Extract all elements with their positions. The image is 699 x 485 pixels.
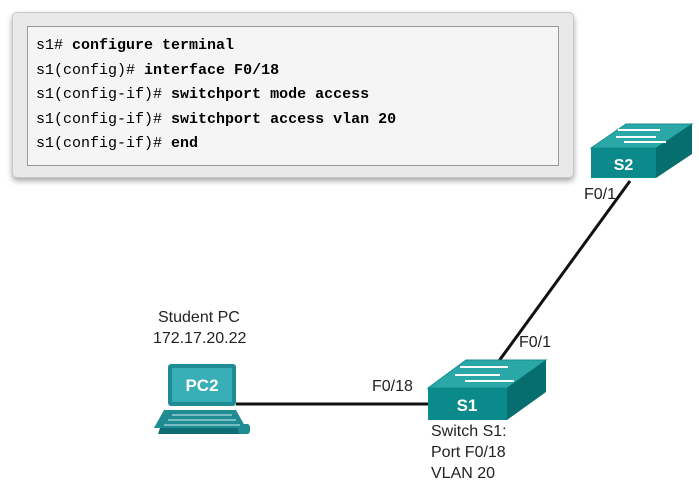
s1-pc-port-label: F0/18 xyxy=(372,378,413,395)
switch-s2-label: S2 xyxy=(614,157,634,174)
cli-command: interface F0/18 xyxy=(144,61,280,79)
cli-line: s1(config-if)# end xyxy=(36,132,558,157)
s2-port-label: F0/1 xyxy=(584,186,617,203)
cli-command: switchport access vlan 20 xyxy=(171,110,397,128)
s1-caption-title: Switch S1: xyxy=(431,423,507,440)
s1-caption-port: Port F0/18 xyxy=(431,444,506,461)
cli-prompt: s1(config-if)# xyxy=(36,135,163,152)
pc-icon[interactable]: PC2 xyxy=(154,364,250,434)
cli-command: configure terminal xyxy=(72,37,235,54)
s1-uplink-port-label: F0/1 xyxy=(519,334,552,351)
cli-prompt: s1# xyxy=(36,37,64,54)
switch-s1-label: S1 xyxy=(457,396,478,415)
cli-prompt: s1(config)# xyxy=(36,61,136,79)
cli-output: s1# configure terminal s1(config)# inter… xyxy=(27,26,559,166)
pc-caption-ip: 172.17.20.22 xyxy=(153,330,247,347)
cli-line: s1(config-if)# switchport access vlan 20 xyxy=(36,108,558,133)
switch-s1-icon[interactable]: S1 xyxy=(426,359,548,420)
cli-line: s1# configure terminal xyxy=(36,34,558,59)
cli-line: s1(config)# interface F0/18 xyxy=(36,59,558,84)
switch-s2-icon[interactable]: S2 xyxy=(589,123,694,178)
pc-caption-name: Student PC xyxy=(158,309,240,326)
pc-label: PC2 xyxy=(185,376,218,395)
cli-command: switchport mode access xyxy=(171,86,370,103)
cli-command: end xyxy=(171,135,199,152)
cli-line: s1(config-if)# switchport mode access xyxy=(36,83,558,108)
cli-panel: s1# configure terminal s1(config)# inter… xyxy=(12,12,574,178)
cli-prompt: s1(config-if)# xyxy=(36,110,163,128)
cli-prompt: s1(config-if)# xyxy=(36,86,163,103)
s1-caption-vlan: VLAN 20 xyxy=(431,465,496,482)
link-s1-s2 xyxy=(486,180,632,377)
